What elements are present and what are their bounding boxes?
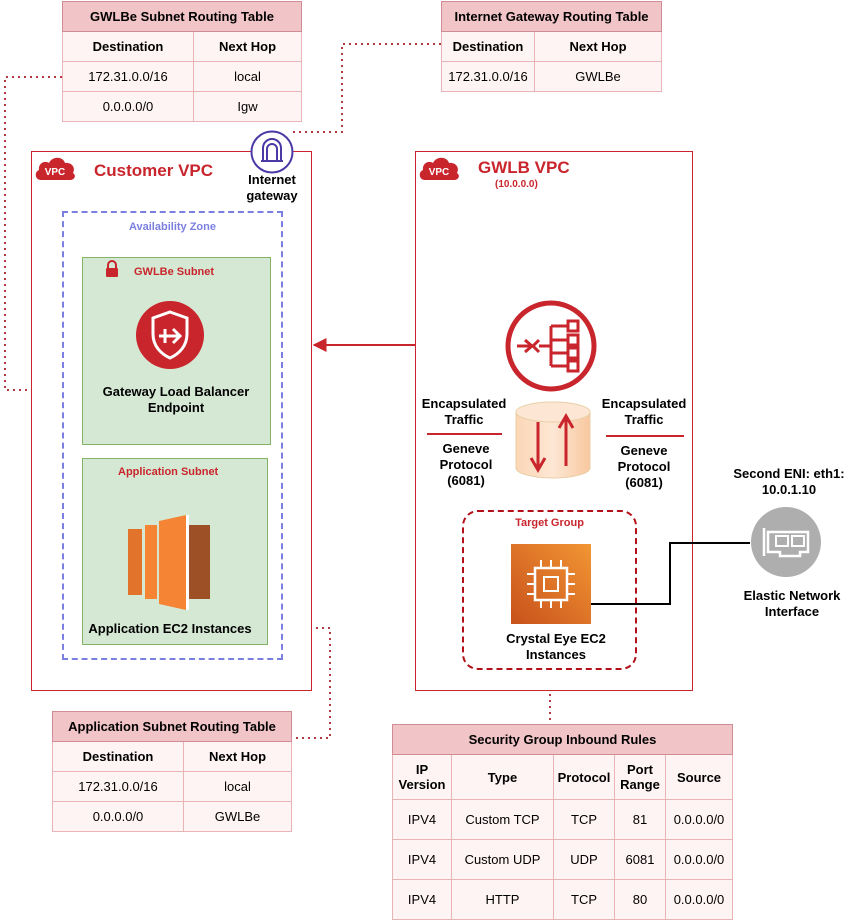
table-cell: TCP	[553, 879, 615, 920]
igw-table-connector	[292, 43, 441, 133]
table-row: IPV4 Custom UDP UDP 6081 0.0.0.0/0	[392, 839, 733, 880]
igw-routing-table: Internet Gateway Routing Table Destinati…	[441, 1, 662, 92]
svg-text:VPC: VPC	[429, 167, 450, 178]
vpc-cloud-icon: VPC	[35, 157, 75, 180]
second-eni-label: Second ENI: eth1: 10.0.1.10	[733, 466, 845, 497]
table-row: 0.0.0.0/0 GWLBe	[52, 801, 292, 832]
column-header: Port Range	[614, 754, 666, 800]
table-row: IPV4 HTTP TCP 80 0.0.0.0/0	[392, 879, 733, 920]
gwlb-vpc-cidr: (10.0.0.0)	[495, 179, 538, 190]
table-cell: 0.0.0.0/0	[665, 799, 733, 840]
column-header: Protocol	[553, 754, 615, 800]
target-group-label: Target Group	[515, 517, 584, 529]
table-cell: IPV4	[392, 799, 452, 840]
table-row: IPV4 Custom TCP TCP 81 0.0.0.0/0	[392, 799, 733, 840]
column-header: Source	[665, 754, 733, 800]
table-cell: 0.0.0.0/0	[665, 879, 733, 920]
geneve-cylinder-icon	[515, 401, 591, 479]
app-subnet-routing-table: Application Subnet Routing Table Destina…	[52, 711, 292, 832]
left-divider	[427, 433, 502, 435]
table-cell: local	[193, 61, 302, 92]
gwlbe-routing-table: GWLBe Subnet Routing Table Destination N…	[62, 1, 302, 122]
gateway-load-balancer-icon[interactable]	[503, 300, 599, 392]
column-header: Next Hop	[534, 31, 662, 62]
right-encapsulated-traffic-label: Encapsulated Traffic	[601, 396, 687, 427]
availability-zone-label: Availability Zone	[128, 221, 216, 233]
left-encapsulated-traffic-label: Encapsulated Traffic	[421, 396, 507, 427]
table-row: 172.31.0.0/16 local	[62, 61, 302, 92]
gwlb-endpoint-icon[interactable]	[135, 300, 205, 370]
column-header: IP Version	[392, 754, 452, 800]
table-cell: 0.0.0.0/0	[62, 91, 194, 122]
ec2-icon[interactable]	[128, 515, 210, 610]
table-cell: 80	[614, 879, 666, 920]
table-cell: GWLBe	[534, 61, 662, 92]
column-header: Next Hop	[193, 31, 302, 62]
table-cell: HTTP	[451, 879, 554, 920]
table-cell: local	[183, 771, 292, 802]
column-header: Next Hop	[183, 741, 292, 772]
customer-vpc-title: Customer VPC	[94, 161, 214, 180]
table-cell: UDP	[553, 839, 615, 880]
table-cell: 172.31.0.0/16	[441, 61, 535, 92]
table-cell: Custom TCP	[451, 799, 554, 840]
left-geneve-protocol-label: Geneve Protocol (6081)	[439, 441, 493, 488]
table-cell: 0.0.0.0/0	[665, 839, 733, 880]
column-header: Destination	[62, 31, 194, 62]
column-header: Destination	[52, 741, 184, 772]
column-header: Type	[451, 754, 554, 800]
table-cell: TCP	[553, 799, 615, 840]
svg-text:VPC: VPC	[45, 167, 66, 178]
table-cell: GWLBe	[183, 801, 292, 832]
right-geneve-protocol-label: Geneve Protocol (6081)	[617, 443, 671, 490]
gwlb-vpc-title: GWLB VPC	[478, 158, 570, 177]
table-row: 172.31.0.0/16 local	[52, 771, 292, 802]
table-cell: Custom UDP	[451, 839, 554, 880]
eni-card-icon[interactable]	[750, 506, 822, 578]
table-row: 172.31.0.0/16 GWLBe	[441, 61, 662, 92]
lock-icon	[106, 260, 118, 277]
internet-gateway-icon[interactable]	[250, 130, 294, 174]
table-cell: 0.0.0.0/0	[52, 801, 184, 832]
application-subnet-label: Application Subnet	[118, 466, 219, 478]
table-cell: 6081	[614, 839, 666, 880]
target-group-box	[462, 510, 637, 670]
ec2-instance-chip-icon[interactable]	[511, 544, 591, 624]
table-title: GWLBe Subnet Routing Table	[62, 1, 302, 32]
table-cell: 81	[614, 799, 666, 840]
column-header: Destination	[441, 31, 535, 62]
gwlbe-subnet-label: GWLBe Subnet	[134, 266, 215, 278]
table-row: 0.0.0.0/0 Igw	[62, 91, 302, 122]
eni-label: Elastic Network Interface	[743, 588, 841, 619]
table-cell: IPV4	[392, 839, 452, 880]
table-cell: 172.31.0.0/16	[52, 771, 184, 802]
availability-zone-box	[62, 211, 283, 660]
table-title: Security Group Inbound Rules	[392, 724, 733, 755]
table-title: Application Subnet Routing Table	[52, 711, 292, 742]
table-cell: 172.31.0.0/16	[62, 61, 194, 92]
gwlb-endpoint-label: Gateway Load Balancer Endpoint	[102, 384, 250, 415]
table-cell: Igw	[193, 91, 302, 122]
application-instances-label: Application EC2 Instances	[88, 621, 252, 636]
vpc-cloud-icon: VPC	[419, 157, 459, 180]
crystal-eye-instances-label: Crystal Eye EC2 Instances	[506, 631, 606, 662]
right-divider	[606, 435, 684, 437]
internet-gateway-label: Internet gateway	[246, 172, 298, 203]
security-group-table: Security Group Inbound Rules IP Version …	[392, 724, 733, 920]
table-title: Internet Gateway Routing Table	[441, 1, 662, 32]
table-cell: IPV4	[392, 879, 452, 920]
